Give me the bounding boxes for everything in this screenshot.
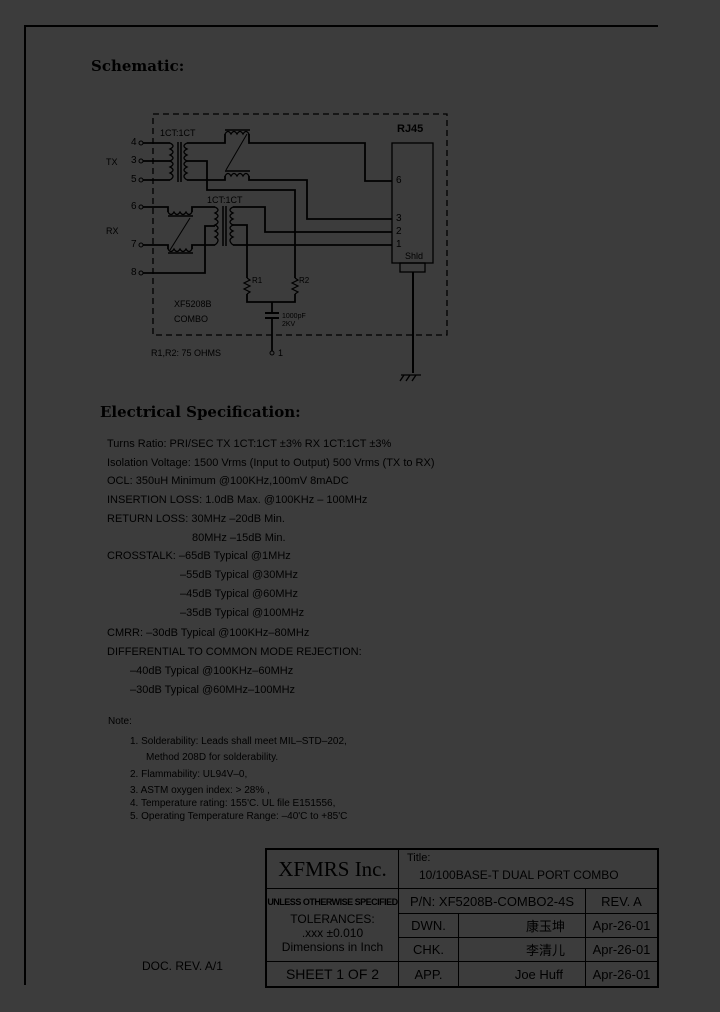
resistor-note: R1,R2: 75 OHMS [151,348,222,358]
rj45-pin-label: 2 [396,226,402,237]
title-block: XFMRS Inc. Title: 10/100BASE-T DUAL PORT… [265,848,659,988]
date-dwn: Apr-26-01 [586,914,657,938]
notes-heading: Note: [108,716,132,727]
spec-line: OCL: 350uH Minimum @100KHz,100mV 8mADC [107,475,349,487]
title-cell: Title: 10/100BASE-T DUAL PORT COMBO [399,850,657,889]
spec-line: –30dB Typical @60MHz–100MHz [130,684,296,696]
note-item: Method 208D for solderability. [146,752,279,763]
note-item: 4. Temperature rating: 155'C. UL file E1… [130,798,336,809]
spec-line: –45dB Typical @60MHz [180,588,298,600]
tolerances-label: TOLERANCES: [290,911,375,926]
spec-line: 80MHz –15dB Min. [192,532,286,544]
signature-dwn: 康玉坤 [459,914,586,938]
spec-line: Turns Ratio: PRI/SEC TX 1CT:1CT ±3% RX 1… [107,438,392,450]
company-name: XFMRS Inc. [267,850,399,889]
part-label-combo: COMBO [174,314,209,324]
drawing-title: 10/100BASE-T DUAL PORT COMBO [419,868,619,882]
signature-app: Joe Huff [459,962,586,986]
role-app: APP. [399,962,459,986]
pin-1-label: 1 [278,348,284,358]
pin-label: 7 [131,239,137,250]
wires [143,129,392,351]
pin-label: 6 [131,201,137,212]
pin-label: 4 [131,137,137,148]
drawing-frame [24,25,658,985]
cap-voltage: 2KV [282,321,296,328]
spec-line: –55dB Typical @30MHz [180,569,298,581]
rj45-label: RJ45 [397,123,424,135]
signature-chk: 李清儿 [459,938,586,962]
date-app: Apr-26-01 [592,966,651,982]
dimensions-unit: Dimensions in Inch [281,939,384,954]
tolerance-cell: UNLESS OTHERWISE SPECIFIED TOLERANCES: .… [267,889,399,962]
unless-text: UNLESS OTHERWISE SPECIFIED [267,896,398,907]
sheet-number: SHEET 1 OF 2 [267,962,399,986]
module-outline [152,113,448,336]
note-item: 3. ASTM oxygen index: > 28% , [130,785,270,796]
spec-line: CMRR: –30dB Typical @100KHz–80MHz [107,627,310,639]
rx-label: RX [106,226,119,236]
rj45-pin-label: 6 [396,175,402,186]
role-dwn: DWN. [399,914,459,938]
revision: REV. A [586,889,657,914]
spec-line: RETURN LOSS: 30MHz –20dB Min. [107,513,285,525]
spec-line: CROSSTALK: –65dB Typical @1MHz [107,550,291,562]
pin-label: 8 [131,267,137,278]
spec-line: –40dB Typical @100KHz–60MHz [130,665,294,677]
pin-label: 3 [131,155,137,166]
note-item: 5. Operating Temperature Range: –40'C to… [130,811,348,822]
title-label: Title: [407,852,431,864]
spec-line: –35dB Typical @100MHz [180,607,305,619]
role-chk: CHK. [399,938,459,962]
spec-line: DIFFERENTIAL TO COMMON MODE REJECTION: [107,646,362,658]
shield-tab [399,262,426,273]
doc-revision: DOC. REV. A/1 [142,959,223,973]
note-item: 1. Solderability: Leads shall meet MIL–S… [130,736,347,747]
rx-ratio-label: 1CT:1CT [207,195,243,205]
tolerance-value: .xxx ±0.010 [301,925,364,940]
note-item: 2. Flammability: UL94V–0, [130,769,248,780]
rj45-pin-label: 1 [396,239,402,250]
spec-line: Isolation Voltage: 1500 Vrms (Input to O… [107,457,435,469]
pin-label: 5 [131,174,137,185]
part-label: XF5208B [174,299,212,309]
cap-value: 1000pF [282,313,306,320]
spec-heading: Electrical Specification: [100,403,301,421]
spec-line: INSERTION LOSS: 1.0dB Max. @100KHz – 100… [107,494,368,506]
date-chk: Apr-26-01 [586,938,657,962]
shield-label: Shld [405,251,424,261]
r2-label: R2 [299,276,310,285]
ground-icon [399,374,421,382]
r1-label: R1 [252,276,263,285]
schematic-heading: Schematic: [91,57,185,75]
part-number: P/N: XF5208B-COMBO2-4S [399,889,586,914]
tx-label: TX [106,157,118,167]
tx-ratio-label: 1CT:1CT [160,128,196,138]
rj45-pin-label: 3 [396,213,402,224]
